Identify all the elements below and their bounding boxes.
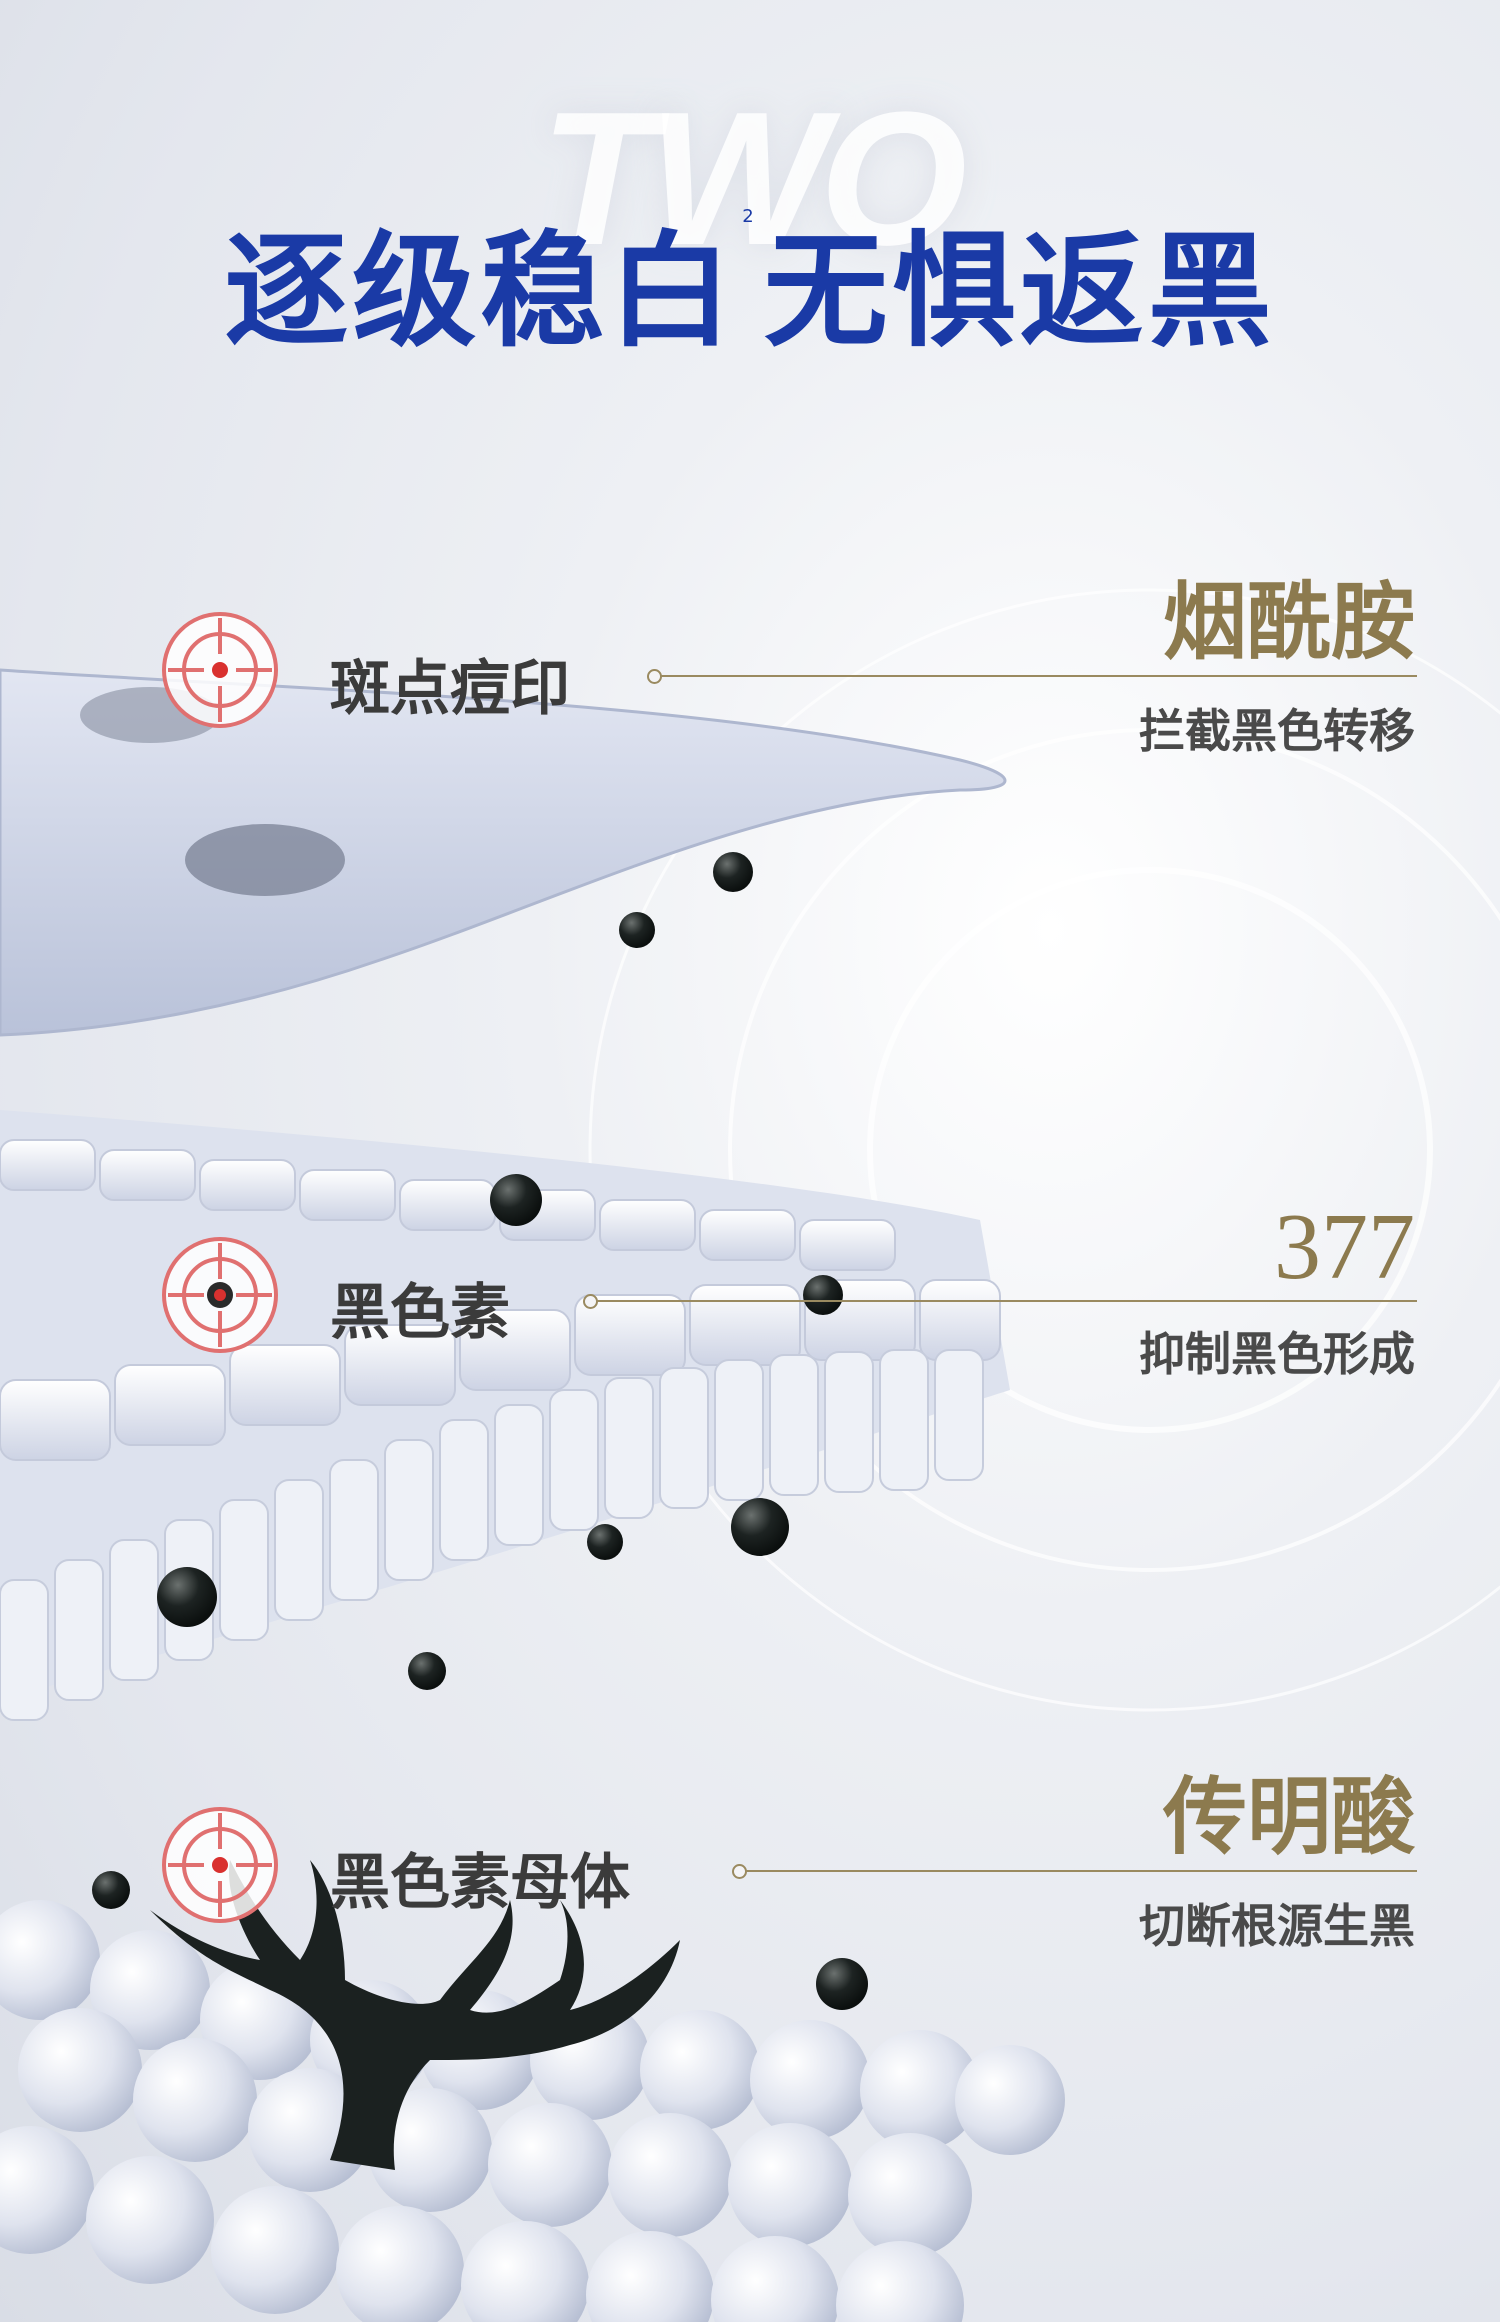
ingredient-tranexamic-acid: 传明酸 — [1162, 1767, 1415, 1866]
crosshair-target-icon — [162, 1237, 278, 1353]
epidermis-sheet — [0, 668, 1007, 1037]
headline-right: 无惧返黑 — [763, 220, 1276, 364]
ingredient-niacinamide: 烟酰胺 — [1162, 572, 1415, 671]
watermark-text: TWO — [540, 73, 967, 285]
callout-label-melanin-precursor: 黑色素母体 — [330, 1848, 630, 1918]
effect-text-2: 抑制黑色形成 — [1139, 1327, 1415, 1381]
crosshair-target-icon — [162, 612, 278, 728]
effect-text-1: 拦截黑色转移 — [1139, 704, 1415, 758]
callout-label-spots: 斑点痘印 — [330, 654, 570, 724]
melanin-particles — [92, 852, 868, 2010]
pearl-layer — [0, 1900, 1065, 2322]
ingredient-377: 377 — [1274, 1195, 1415, 1299]
headline-left: 逐级稳白 — [224, 220, 737, 364]
melanocyte-shape — [150, 1860, 680, 2170]
leader-line — [596, 1300, 1417, 1302]
headline-marker: 2 — [742, 206, 758, 227]
callout-label-melanin: 黑色素 — [330, 1278, 510, 1348]
leader-line — [745, 1870, 1417, 1872]
page-headline: 逐级稳白2无惧返黑 — [0, 190, 1500, 370]
crosshair-target-icon — [162, 1807, 278, 1923]
cell-layer — [0, 1110, 1010, 1721]
spot-mark-2 — [185, 824, 345, 896]
effect-text-3: 切断根源生黑 — [1139, 1899, 1415, 1953]
leader-line — [660, 675, 1417, 677]
